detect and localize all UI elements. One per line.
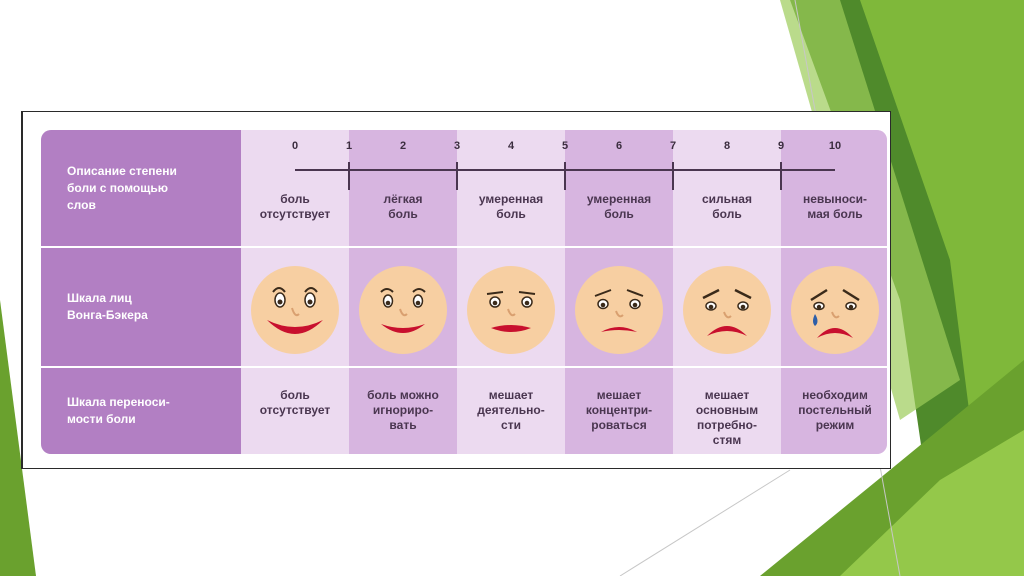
tick-label-1: 1 <box>345 140 353 152</box>
green-shape-left <box>0 300 36 576</box>
happy-face-icon <box>359 266 447 354</box>
pain-tolerance-5: необходим постельный режим <box>798 388 872 432</box>
pain-description-5: невыноси- мая боль <box>802 192 867 221</box>
pain-tolerance-3: мешает концентри- роваться <box>585 388 653 432</box>
pain-scale-figure: Описание степени боли с помощью слов Шка… <box>21 111 891 469</box>
tick-label-9: 9 <box>777 140 785 152</box>
pain-tolerance-1: боль можно игнориро- вать <box>367 388 439 432</box>
row-label-description: Описание степени боли с помощью слов <box>67 163 177 212</box>
pain-tolerance-0: боль отсутствует <box>259 388 331 417</box>
crying-face-icon <box>791 266 879 354</box>
tick-label-7: 7 <box>669 140 677 152</box>
row-label-faces-scale: Шкала лиц Вонга-Бэкера <box>67 291 148 322</box>
worried-face-icon <box>575 266 663 354</box>
pain-description-0: боль отсутствует <box>259 192 331 221</box>
pain-scale-axis <box>295 162 835 190</box>
smiling-face-icon <box>251 266 339 354</box>
pain-tolerance-2: мешает деятельно- сти <box>477 388 545 432</box>
pain-description-1: лёгкая боль <box>383 192 423 221</box>
tick-label-2: 2 <box>399 140 407 152</box>
tick-label-3: 3 <box>453 140 461 152</box>
pain-tolerance-4: мешает основным потребно- стям <box>695 388 759 447</box>
tick-label-5: 5 <box>561 140 569 152</box>
row-divider-1 <box>41 246 887 248</box>
tick-label-0: 0 <box>291 140 299 152</box>
sad-face-icon <box>683 266 771 354</box>
pain-description-2: умеренная боль <box>478 192 544 221</box>
pain-description-4: сильная боль <box>702 192 752 221</box>
tick-label-10: 10 <box>828 140 842 152</box>
tick-label-4: 4 <box>507 140 515 152</box>
neutral-face-icon <box>467 266 555 354</box>
row-label-tolerance: Шкала переноси- мости боли <box>67 395 170 426</box>
pain-scale-table: Описание степени боли с помощью слов Шка… <box>41 130 887 454</box>
tear-icon <box>813 314 818 326</box>
tick-label-6: 6 <box>615 140 623 152</box>
row-labels-column <box>41 130 241 454</box>
tick-label-8: 8 <box>723 140 731 152</box>
row-divider-2 <box>41 366 887 368</box>
thin-line-bottom <box>619 469 791 576</box>
pain-description-3: умеренная боль <box>586 192 652 221</box>
green-shape-bottom-light <box>840 430 1024 576</box>
